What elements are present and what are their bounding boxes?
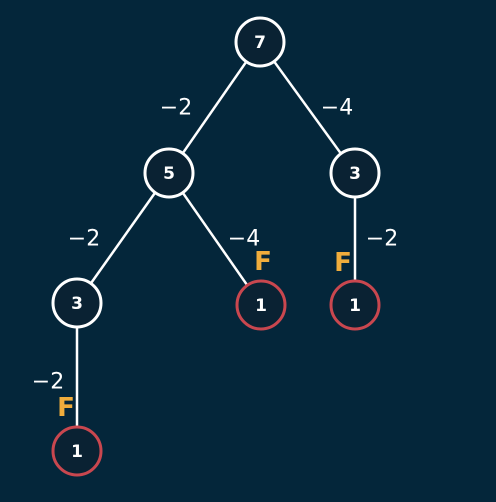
leaf-node-circle xyxy=(329,279,381,331)
tree-node-left-left: 3 xyxy=(51,277,103,329)
node-circle xyxy=(234,16,286,68)
node-value: 1 xyxy=(255,296,267,316)
flag-label: F xyxy=(57,393,75,423)
flag-label: F xyxy=(254,247,272,277)
node-value: 7 xyxy=(254,33,266,53)
tree-node-right-child: 1 xyxy=(329,279,381,331)
node-value: 1 xyxy=(71,442,83,462)
edge-left-to-left-left xyxy=(89,191,157,285)
edge-root-to-right xyxy=(273,60,342,155)
tree-node-root: 7 xyxy=(234,16,286,68)
edge-weight-label: −4 xyxy=(228,227,260,252)
tree-node-right: 3 xyxy=(329,147,381,199)
edge-left-to-left-right xyxy=(181,191,249,287)
edge-labels-layer: −2−4−2−4F−2F−2F xyxy=(32,96,398,424)
edges-layer xyxy=(75,60,357,427)
edge-weight-label: −2 xyxy=(68,227,100,252)
nodes-layer: 7 5 3 3 1 1 1 xyxy=(51,16,381,477)
leaf-node-circle xyxy=(51,425,103,477)
edge-weight-label: −2 xyxy=(32,370,64,395)
node-value: 3 xyxy=(349,164,361,184)
tree-node-left-right: 1 xyxy=(235,279,287,331)
tree-node-left: 5 xyxy=(143,147,195,199)
leaf-node-circle xyxy=(235,279,287,331)
flag-label: F xyxy=(334,248,352,278)
node-circle xyxy=(51,277,103,329)
node-value: 5 xyxy=(163,164,175,184)
edge-weight-label: −2 xyxy=(366,227,398,252)
node-circle xyxy=(143,147,195,199)
tree-node-left-left-child: 1 xyxy=(51,425,103,477)
node-circle xyxy=(329,147,381,199)
edge-weight-label: −2 xyxy=(160,96,192,121)
node-value: 1 xyxy=(349,296,361,316)
edge-root-to-left xyxy=(181,60,248,155)
node-value: 3 xyxy=(71,294,83,314)
edge-weight-label: −4 xyxy=(321,96,353,121)
